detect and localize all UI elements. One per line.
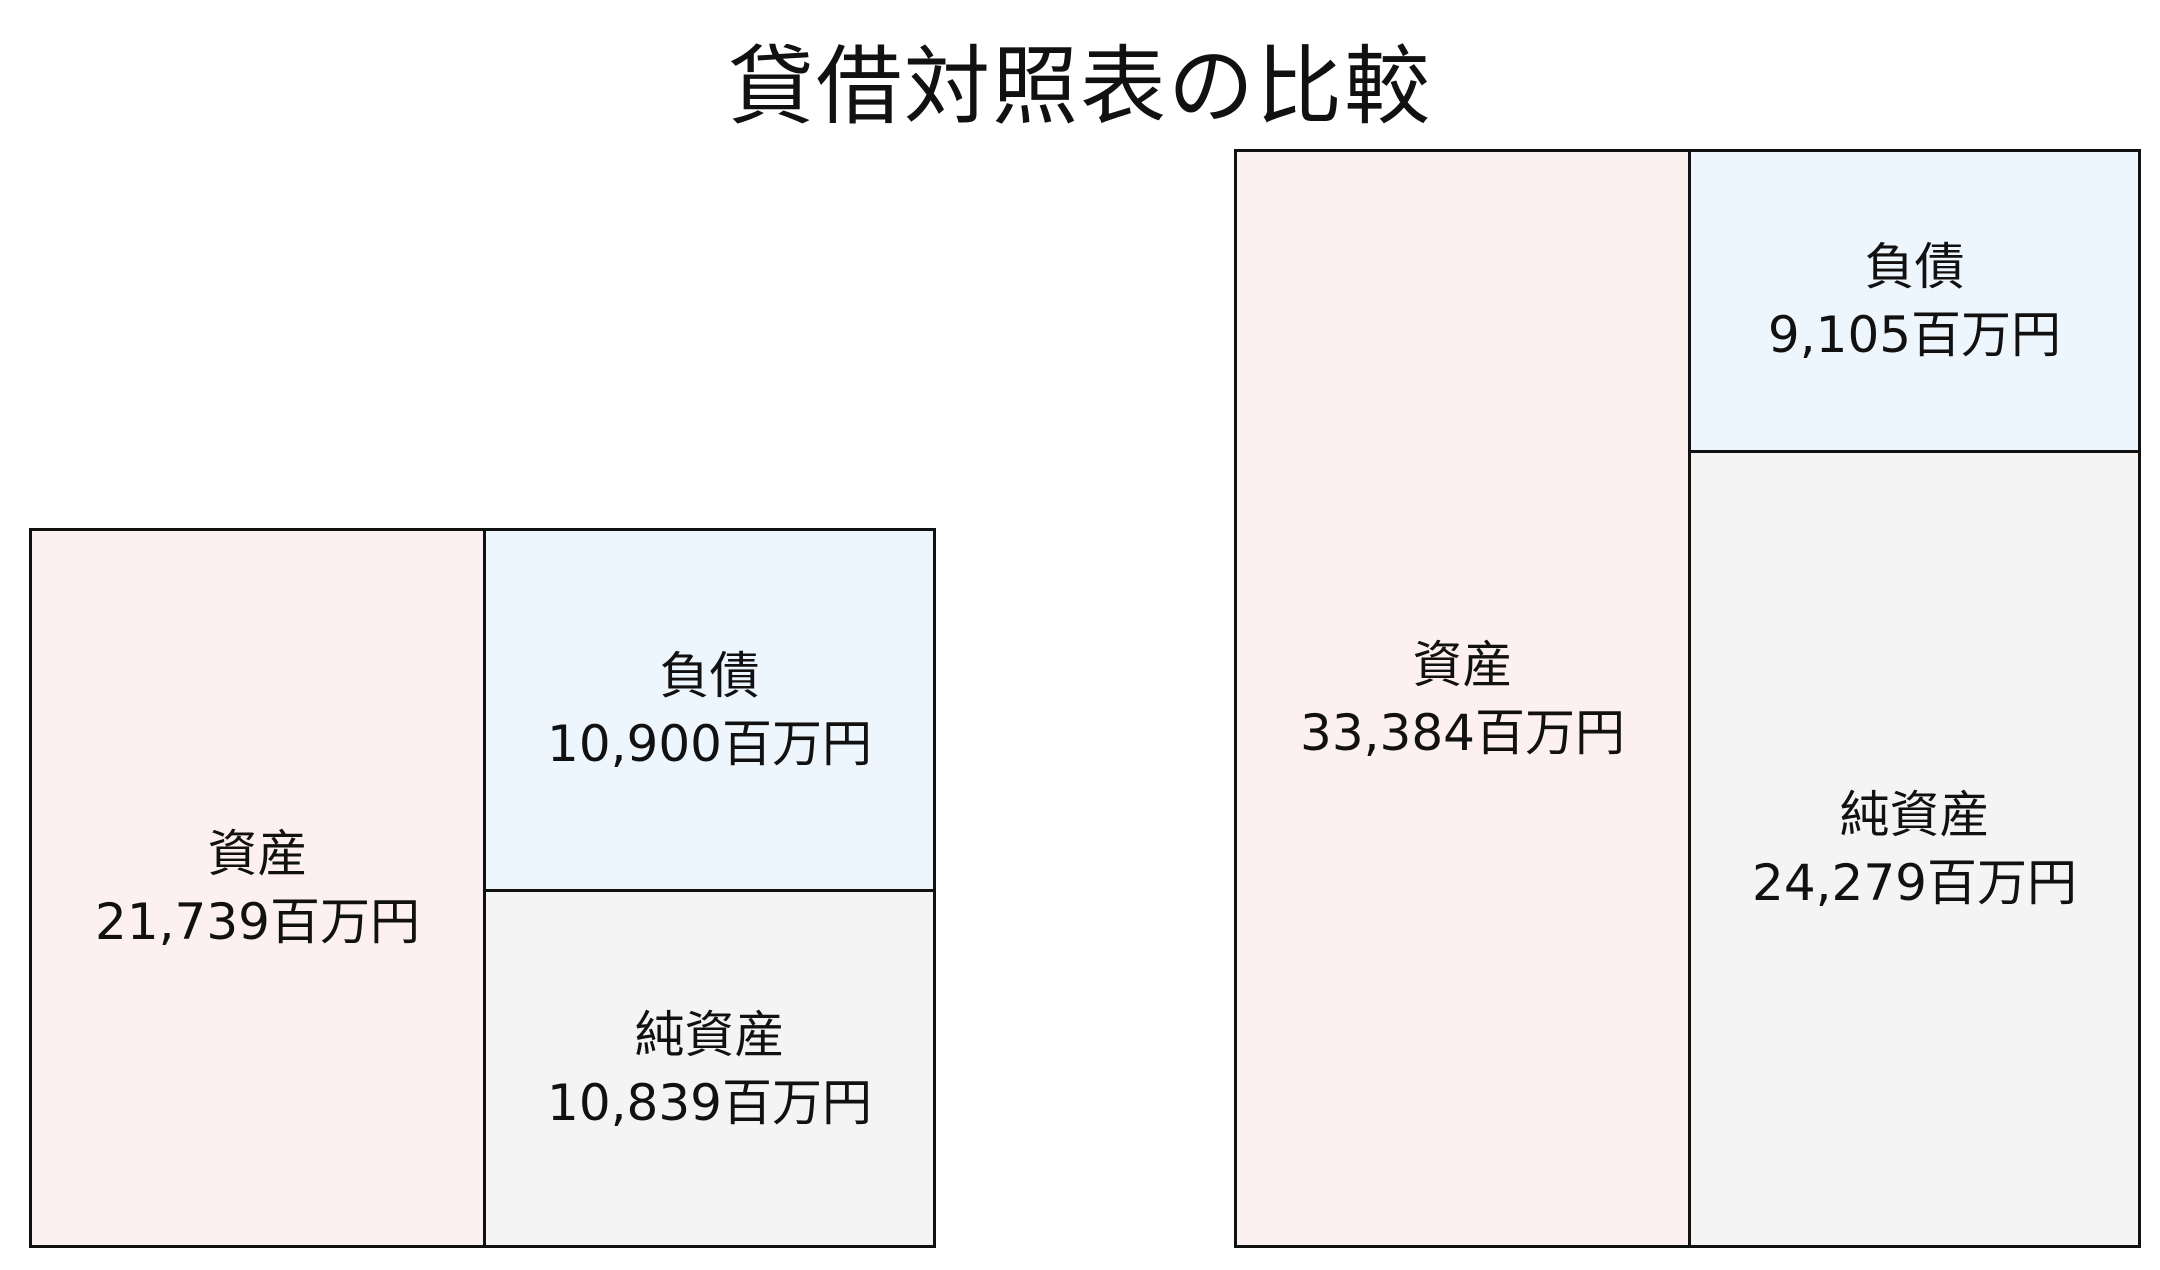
liabilities-box: 負債 10,900百万円 <box>486 531 933 892</box>
net-assets-label: 純資産 <box>1839 786 1990 844</box>
liabilities-value: 10,900百万円 <box>547 715 872 773</box>
liabilities-label: 負債 <box>659 647 760 705</box>
page-title: 貸借対照表の比較 <box>728 37 1432 137</box>
net-assets-value: 10,839百万円 <box>547 1073 872 1132</box>
assets-label: 資産 <box>207 825 308 883</box>
liabilities-label: 負債 <box>1864 238 1965 296</box>
net-assets-value: 24,279百万円 <box>1752 854 2077 912</box>
liabilities-value: 9,105百万円 <box>1767 306 2062 364</box>
liabilities-box: 負債 9,105百万円 <box>1691 152 2138 453</box>
net-assets-box: 純資産 10,839百万円 <box>486 892 933 1245</box>
assets-box: 資産 21,739百万円 <box>32 531 486 1245</box>
assets-box: 資産 33,384百万円 <box>1237 152 1691 1245</box>
balance-sheet-left: 資産 21,739百万円 負債 10,900百万円 純資産 10,839百万円 <box>29 528 936 1248</box>
assets-value: 21,739百万円 <box>95 893 420 951</box>
balance-sheet-right: 資産 33,384百万円 負債 9,105百万円 純資産 24,279百万円 <box>1234 149 2141 1248</box>
net-assets-label: 純資産 <box>634 1005 785 1064</box>
assets-label: 資産 <box>1412 635 1513 694</box>
assets-value: 33,384百万円 <box>1300 703 1625 762</box>
net-assets-box: 純資産 24,279百万円 <box>1691 453 2138 1245</box>
